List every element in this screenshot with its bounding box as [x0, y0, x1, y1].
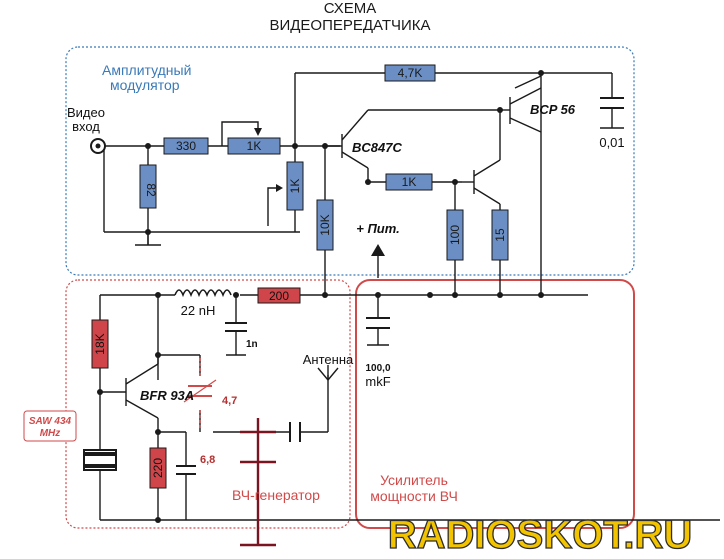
trimmer-capacitor	[183, 379, 217, 403]
title-line2: ВИДЕОПЕРЕДАТЧИКА	[269, 17, 430, 34]
svg-text:1K: 1K	[247, 139, 262, 153]
resistor-15: 15	[491, 209, 509, 261]
transistor-q3-label: BFR 93A	[140, 388, 194, 403]
watermark-logo: RADIOSKOT.RU	[388, 513, 692, 557]
svg-text:1K: 1K	[402, 175, 417, 189]
svg-text:MHz: MHz	[40, 428, 61, 439]
rf-generator-label: ВЧ-генератор	[232, 487, 320, 503]
svg-text:220: 220	[151, 458, 165, 478]
capacitor-coupling	[289, 422, 301, 442]
power-amp-label-line2: мощности ВЧ	[370, 488, 458, 504]
saw-resonator	[83, 449, 117, 471]
svg-text:100: 100	[448, 225, 462, 245]
svg-text:1K: 1K	[288, 179, 302, 194]
capacitor-1n-label: 1n	[246, 339, 258, 350]
svg-text:10K: 10K	[318, 214, 332, 235]
junction-dots	[97, 70, 544, 523]
inductor-icon	[174, 289, 232, 298]
resistor-330: 330	[163, 137, 209, 155]
svg-text:200: 200	[269, 289, 289, 303]
resistor-4k7: 4,7K	[384, 64, 436, 82]
power-amp-block	[355, 279, 635, 529]
transistor-q1-label: BC847C	[352, 140, 402, 155]
capacitor-1n	[225, 322, 247, 332]
video-input-line1: Видео	[67, 105, 105, 120]
capacitor-001	[600, 97, 624, 109]
resistor-1k-variable: 1K	[286, 161, 304, 211]
rf-generator-block	[65, 279, 351, 529]
svg-text:18K: 18K	[93, 333, 107, 354]
resistor-200: 200	[257, 287, 301, 304]
resistor-220: 220	[149, 447, 167, 489]
video-input-line2: вход	[72, 119, 100, 134]
modulator-block	[65, 46, 635, 276]
svg-text:82: 82	[144, 183, 158, 197]
resistor-18k: 18K	[91, 319, 109, 369]
capacitor-68	[176, 465, 196, 475]
svg-text:15: 15	[493, 228, 507, 242]
supply-label: + Пит.	[356, 221, 400, 236]
capacitor-001-label: 0,01	[599, 135, 624, 150]
resistor-100: 100	[446, 209, 464, 261]
capacitor-100-unit: mkF	[365, 374, 390, 389]
saw-label: SAW 434 MHz	[23, 410, 77, 442]
resistor-1k-pot: 1K	[227, 137, 281, 155]
power-amp-label-line1: Усилитель	[380, 472, 448, 488]
antenna-label: Антенна	[303, 352, 354, 367]
inductor-label: 22 nH	[181, 303, 216, 318]
svg-text:330: 330	[176, 139, 196, 153]
pot-arrow-icon	[254, 128, 262, 136]
capacitor-100uf	[366, 317, 390, 329]
svg-text:4,7K: 4,7K	[398, 66, 423, 80]
resistor-10k: 10K	[316, 199, 334, 251]
modulator-label-line1: Амплитудный	[102, 62, 191, 78]
transistor-q2-label: BCP 56	[530, 102, 576, 117]
modulator-label-line2: модулятор	[110, 77, 180, 93]
supply-arrow-icon	[371, 244, 385, 256]
capacitor-47-label: 4,7	[222, 395, 237, 407]
svg-text:SAW 434: SAW 434	[29, 416, 72, 427]
capacitor-100-label: 100,0	[365, 363, 390, 374]
resistor-1k-base: 1K	[385, 173, 433, 191]
capacitor-68-label: 6,8	[200, 454, 215, 466]
var-arrow-icon	[276, 184, 283, 192]
stripline	[240, 418, 276, 547]
resistor-82: 82	[139, 164, 158, 209]
title-line1: СХЕМА	[324, 0, 377, 17]
